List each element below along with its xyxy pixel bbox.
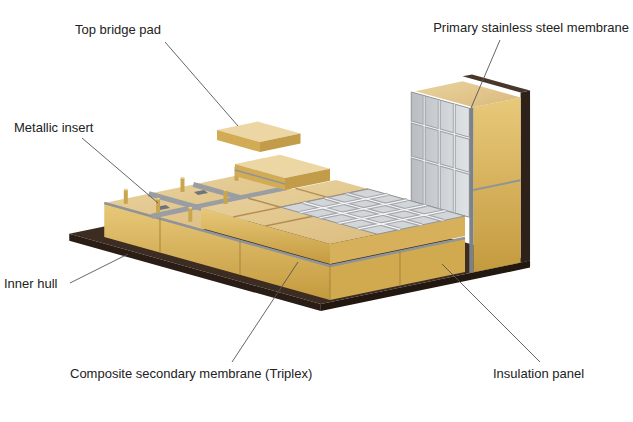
anchor-bolts (124, 166, 239, 222)
part-label: Primary stainless steel membrane (433, 20, 629, 36)
top-bridge-pad (217, 122, 330, 190)
part-label: Composite secondary membrane (Triplex) (70, 366, 312, 382)
part-label: Top bridge pad (75, 22, 161, 38)
lower-insulation-panel (104, 175, 465, 300)
floor-membrane (281, 189, 466, 234)
part-label: Inner hull (4, 276, 57, 292)
part-label: Metallic insert (14, 120, 93, 136)
leader-lines (70, 40, 540, 362)
part-label: Insulation panel (493, 366, 584, 382)
upper-insulation-panel (201, 180, 465, 264)
